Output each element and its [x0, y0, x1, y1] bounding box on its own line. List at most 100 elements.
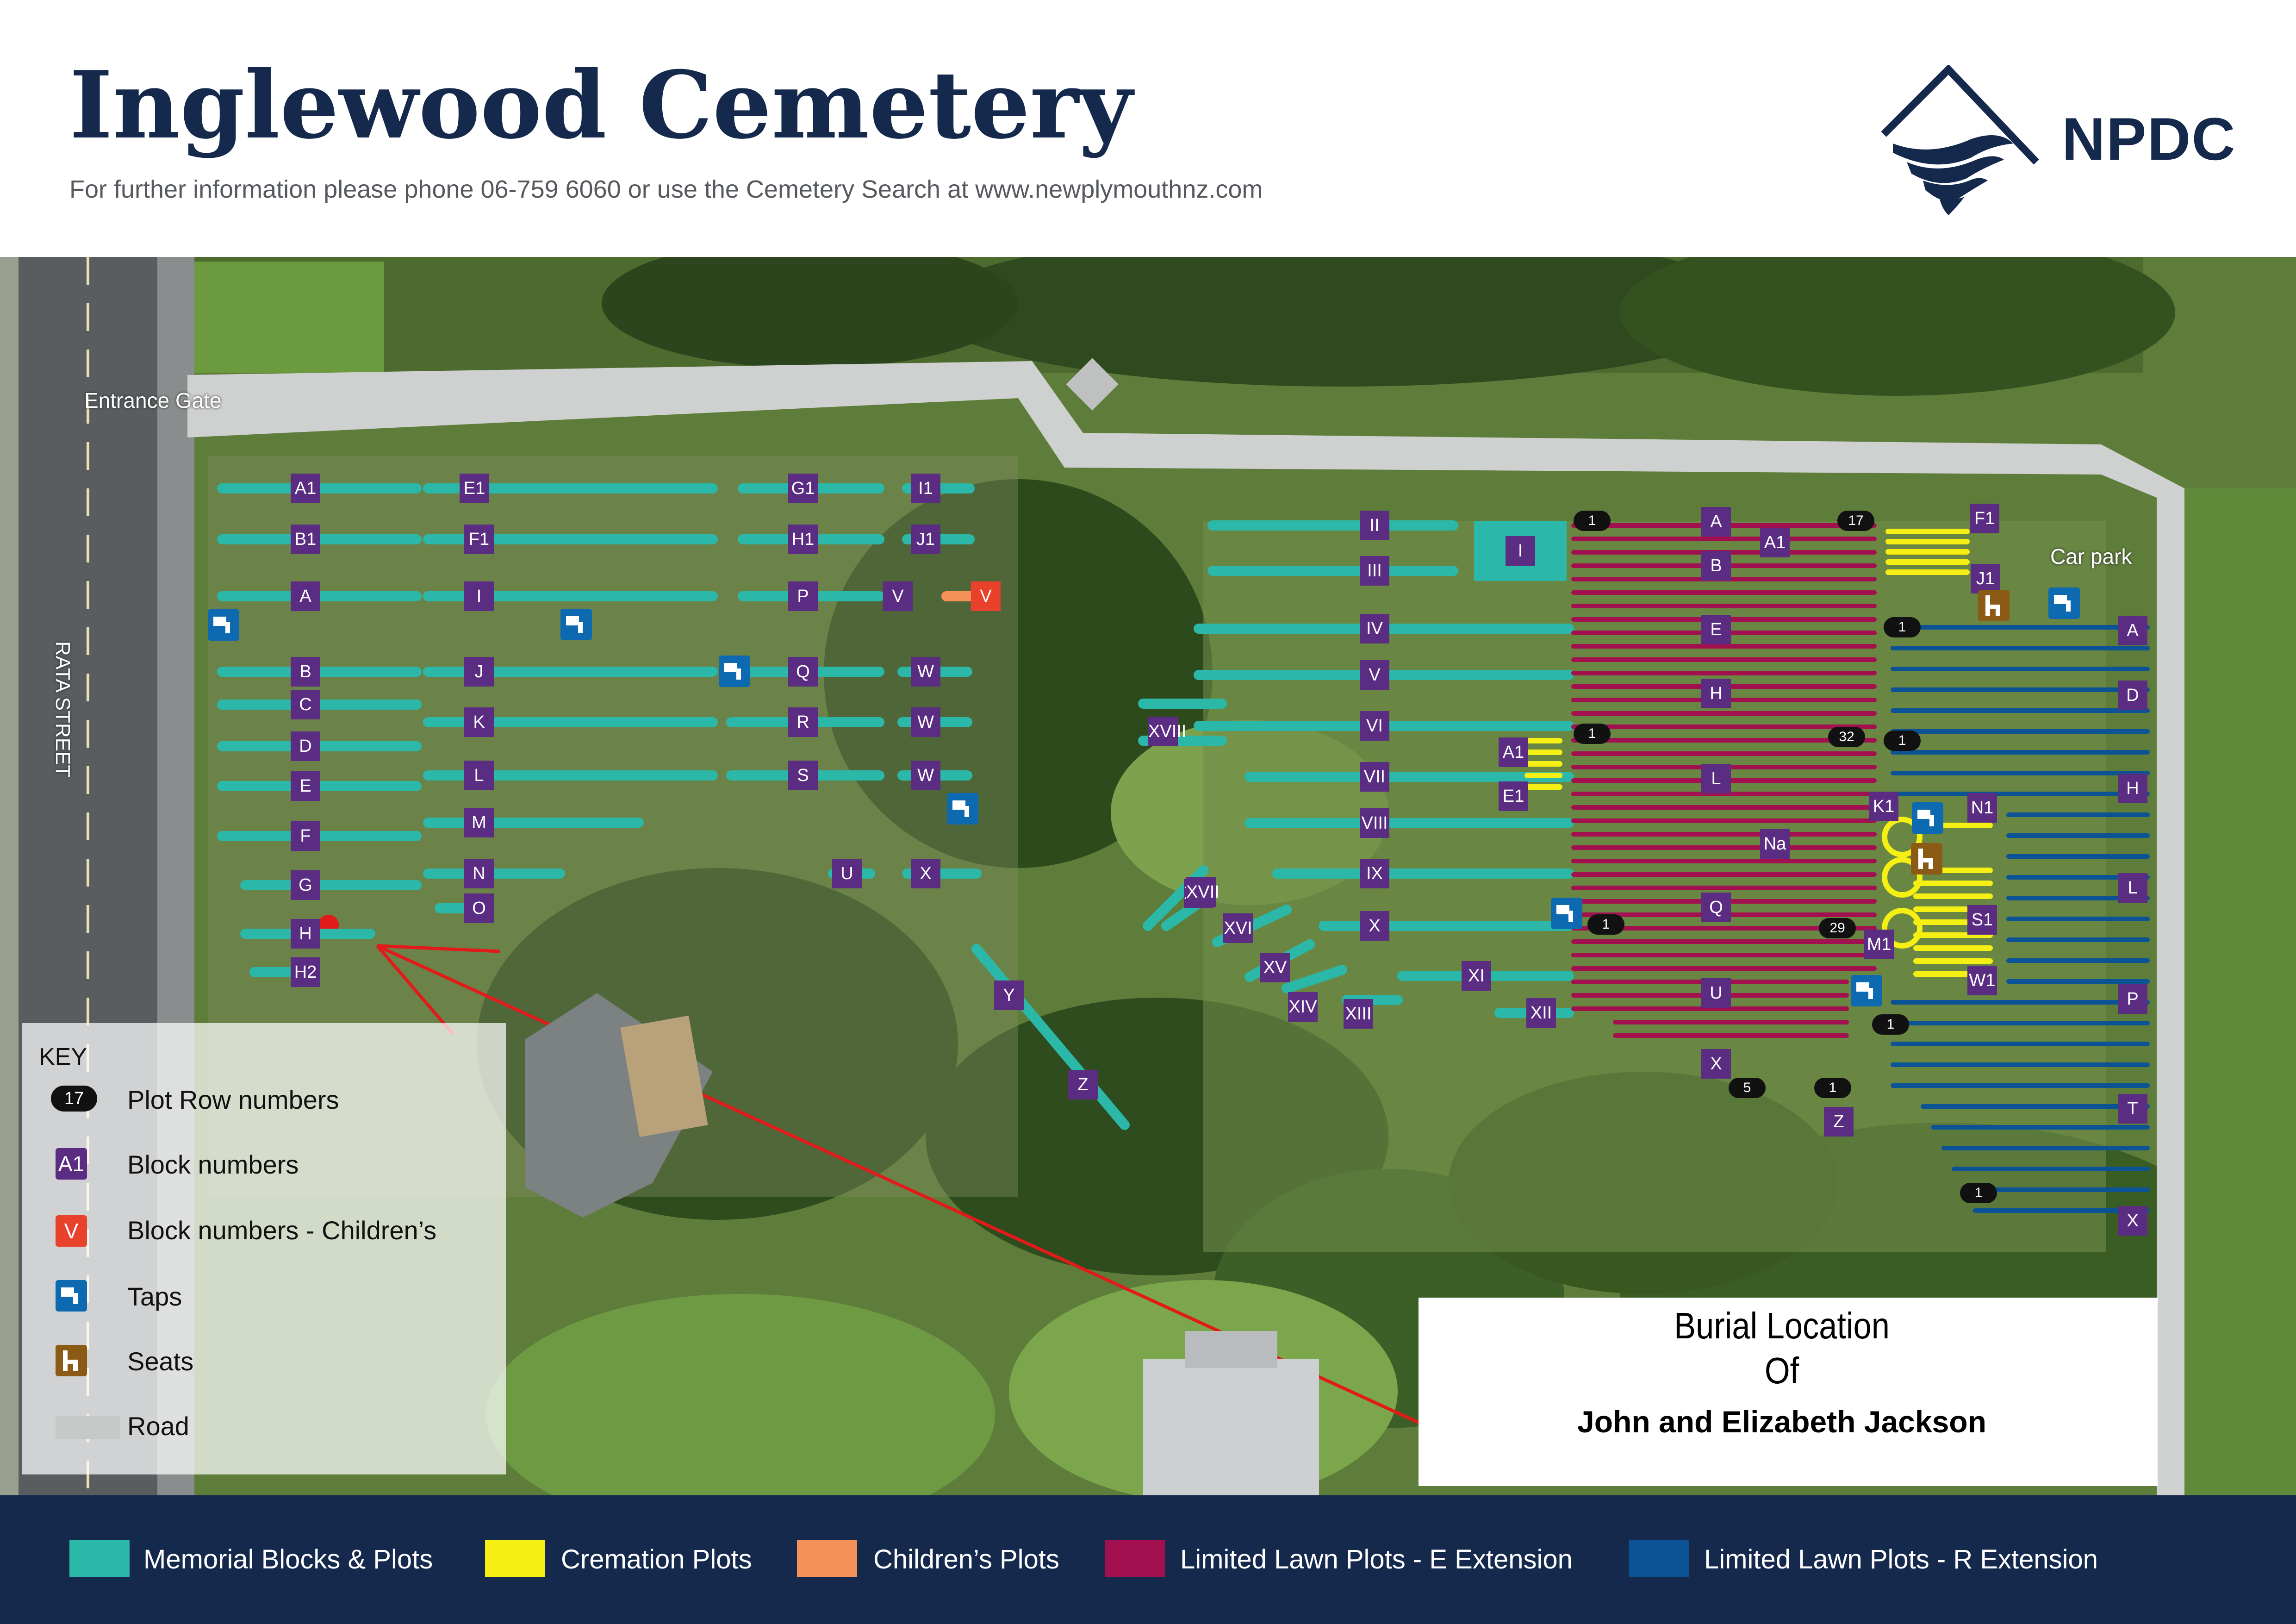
memorial-block-badge[interactable]: W	[911, 657, 940, 687]
memorial-block-badge[interactable]: X	[911, 859, 940, 888]
lawn-block-badge[interactable]: VI	[1360, 711, 1389, 741]
lawn-block-badge[interactable]: IX	[1360, 859, 1389, 888]
memorial-block-badge[interactable]: F1	[464, 525, 494, 554]
row-number-badge: 1	[1960, 1183, 1997, 1203]
e-extension-block-badge[interactable]: L	[1701, 764, 1731, 793]
tap-icon[interactable]	[719, 656, 750, 687]
e-extension-block-badge[interactable]: H	[1701, 679, 1731, 708]
memorial-block-badge[interactable]: C	[291, 690, 320, 719]
lawn-block-badge[interactable]: XIII	[1344, 999, 1373, 1029]
page-subtitle: For further information please phone 06-…	[69, 175, 1263, 203]
lawn-block-badge[interactable]: XII	[1526, 998, 1556, 1028]
memorial-block-badge[interactable]: P	[788, 581, 818, 611]
lawn-block-badge[interactable]: XVII	[1186, 877, 1220, 907]
memorial-block-badge[interactable]: A1	[291, 474, 320, 503]
tap-icon[interactable]	[947, 793, 978, 824]
tap-icon[interactable]	[560, 609, 592, 640]
tap-icon[interactable]	[1912, 802, 1943, 834]
e-extension-block-badge[interactable]: E	[1701, 615, 1731, 644]
lawn-block-badge[interactable]: XV	[1260, 953, 1290, 982]
lawn-block-badge[interactable]: XVI	[1223, 913, 1253, 943]
e-extension-block-badge[interactable]: A	[1701, 507, 1731, 537]
legend-label-childrens: Children’s Plots	[873, 1544, 1059, 1574]
memorial-block-badge[interactable]: G	[291, 870, 320, 900]
memorial-block-badge[interactable]: G1	[788, 474, 818, 503]
row-number-badge: 1	[1814, 1078, 1851, 1098]
lawn-block-badge[interactable]: III	[1360, 556, 1389, 586]
memorial-block-badge[interactable]: W	[911, 761, 940, 790]
memorial-block-badge[interactable]: I1	[911, 474, 940, 503]
e-extension-block-badge[interactable]: X	[1701, 1049, 1731, 1079]
childrens-block-badge[interactable]: V	[971, 581, 1001, 611]
cremation-block-badge[interactable]: S1	[1967, 905, 1997, 935]
memorial-block-badge[interactable]: B	[291, 657, 320, 687]
memorial-block-badge[interactable]: Z	[1068, 1070, 1098, 1099]
r-extension-block-badge[interactable]: A	[2118, 616, 2147, 645]
memorial-block-badge[interactable]: Q	[788, 657, 818, 687]
e-extension-block-badge[interactable]: Z	[1824, 1107, 1854, 1137]
memorial-block-badge[interactable]: E	[291, 771, 320, 801]
memorial-block-badge[interactable]: V	[883, 581, 913, 611]
lawn-block-badge[interactable]: XIV	[1288, 992, 1318, 1022]
memorial-block-badge[interactable]: N	[464, 859, 494, 888]
memorial-block-badge[interactable]: W	[911, 707, 940, 737]
e-extension-block-badge[interactable]: Q	[1701, 893, 1731, 922]
memorial-block-badge[interactable]: K	[464, 707, 494, 737]
lawn-block-badge[interactable]: XVIII	[1148, 717, 1186, 746]
memorial-block-badge[interactable]: J1	[911, 525, 940, 554]
memorial-block-badge[interactable]: R	[788, 707, 818, 737]
cremation-block-badge[interactable]: M1	[1864, 930, 1894, 959]
memorial-block-badge[interactable]: I	[464, 581, 494, 611]
r-extension-block-badge[interactable]: H	[2118, 774, 2147, 803]
memorial-block-badge[interactable]: A	[291, 581, 320, 611]
entrance-gate-label: Entrance Gate	[84, 388, 222, 412]
lawn-block-badge[interactable]: IV	[1360, 614, 1389, 643]
lawn-block-badge[interactable]: VII	[1360, 762, 1389, 792]
lawn-block-badge[interactable]: V	[1360, 660, 1389, 690]
memorial-block-badge[interactable]: M	[464, 808, 494, 837]
e-extension-block-badge[interactable]: U	[1701, 978, 1731, 1008]
seat-icon[interactable]	[1911, 843, 1942, 874]
tap-icon[interactable]	[1851, 975, 1882, 1006]
memorial-block-badge[interactable]: H1	[788, 525, 818, 554]
carpark-label: Car park	[2050, 544, 2132, 568]
cremation-block-badge[interactable]: A1	[1499, 737, 1528, 767]
memorial-block-badge[interactable]: L	[464, 761, 494, 790]
memorial-block-badge[interactable]: O	[464, 893, 494, 923]
tap-icon[interactable]	[2048, 587, 2080, 619]
r-extension-block-badge[interactable]: T	[2118, 1094, 2147, 1124]
lawn-block-badge[interactable]: X	[1360, 911, 1389, 941]
lawn-block-badge[interactable]: II	[1360, 511, 1389, 540]
memorial-block-badge[interactable]: D	[291, 731, 320, 761]
memorial-block-badge[interactable]: F	[291, 821, 320, 851]
memorial-block-badge[interactable]: H2	[291, 957, 320, 987]
memorial-block-badge[interactable]: S	[788, 761, 818, 790]
e-extension-block-badge[interactable]: Na	[1760, 829, 1790, 859]
cremation-block-badge[interactable]: N1	[1967, 793, 1997, 823]
cremation-block-badge[interactable]: E1	[1499, 781, 1528, 811]
r-extension-block-badge[interactable]: L	[2118, 873, 2147, 903]
memorial-block-badge[interactable]: U	[832, 859, 862, 888]
memorial-block-badge[interactable]: B1	[291, 525, 320, 554]
lawn-block-badge[interactable]: XI	[1462, 961, 1491, 991]
cremation-block-badge[interactable]: F1	[1970, 504, 1999, 533]
row-number-badge: 1	[1587, 914, 1624, 935]
lawn-block-badge[interactable]: VIII	[1360, 808, 1389, 838]
r-extension-block-badge[interactable]: D	[2118, 681, 2147, 710]
cremation-block-badge[interactable]: K1	[1869, 792, 1898, 821]
memorial-block-badge[interactable]: Y	[994, 981, 1024, 1010]
cremation-block-badge[interactable]: J1	[1971, 564, 2000, 593]
r-extension-block-badge[interactable]: X	[2118, 1206, 2147, 1236]
memorial-block-badge[interactable]: H	[291, 919, 320, 949]
tap-icon[interactable]	[1551, 898, 1582, 929]
lawn-block-badge[interactable]: I	[1506, 536, 1535, 566]
memorial-block-badge[interactable]: J	[464, 657, 494, 687]
r-extension-block-badge[interactable]: P	[2118, 984, 2147, 1014]
e-extension-block-badge[interactable]: A1	[1760, 528, 1790, 557]
memorial-block-badge[interactable]: E1	[460, 474, 489, 503]
tap-icon[interactable]	[208, 609, 239, 641]
key-label-row-numbers: Plot Row numbers	[127, 1085, 339, 1114]
seat-icon[interactable]	[1978, 590, 2010, 621]
e-extension-block-badge[interactable]: B	[1701, 551, 1731, 581]
cremation-block-badge[interactable]: W1	[1967, 966, 1997, 995]
